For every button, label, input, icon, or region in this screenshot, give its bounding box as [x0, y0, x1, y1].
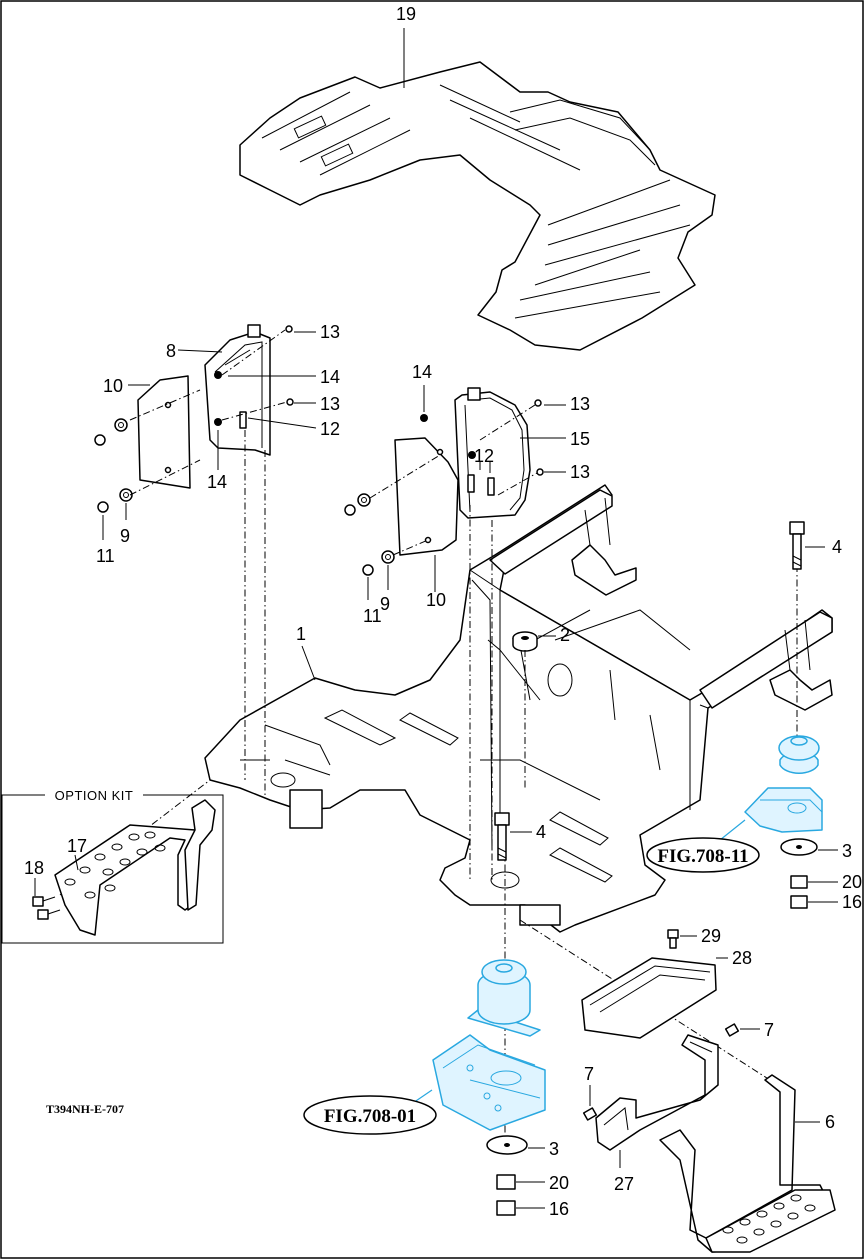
rubber-mount-right [778, 735, 820, 775]
step-bracket-27 [595, 1034, 719, 1168]
callout-9-a: 9 [120, 526, 130, 546]
callout-1: 1 [296, 624, 306, 644]
callout-13-c: 13 [570, 394, 590, 414]
tool-box-28 [581, 957, 728, 1039]
washer-3-bottom [486, 1135, 545, 1155]
callout-20-b: 20 [549, 1173, 569, 1193]
bolt-7-lower [582, 1085, 598, 1121]
nut-20-bottom [496, 1174, 545, 1190]
callout-27: 27 [614, 1174, 634, 1194]
callout-7-b: 7 [584, 1064, 594, 1084]
callout-4-a: 4 [832, 537, 842, 557]
fig-ref-708-11: FIG.708-11 [646, 837, 760, 873]
callout-10-left: 10 [103, 376, 123, 396]
option-kit-label: OPTION KIT [55, 788, 134, 803]
callout-19: 19 [396, 4, 416, 24]
fig-ref-label-bottom: FIG.708-01 [324, 1106, 416, 1127]
washer-3-right [780, 838, 838, 856]
callout-3-a: 3 [842, 841, 852, 861]
callout-9-b: 9 [380, 594, 390, 614]
drawing-code: T394NH-E-707 [46, 1102, 124, 1116]
callout-17: 17 [67, 836, 87, 856]
right-fender-hardware [344, 385, 566, 600]
callout-2: 2 [560, 625, 570, 645]
callout-11-a: 11 [96, 546, 115, 566]
callout-29: 29 [701, 926, 721, 946]
callout-7-a: 7 [764, 1020, 774, 1040]
callout-3-b: 3 [549, 1139, 559, 1159]
assembly-lines [244, 430, 798, 1150]
mount-bracket-right [719, 787, 823, 841]
callout-15: 15 [570, 429, 590, 449]
nut-20-right [790, 875, 838, 889]
callout-16-a: 16 [842, 892, 862, 912]
main-frame-1 [204, 484, 833, 933]
callout-14-c: 14 [412, 362, 432, 382]
callout-12-a: 12 [320, 419, 340, 439]
option-kit-box: OPTION KIT [1, 788, 224, 944]
fig-ref-708-01: FIG.708-01 [303, 1095, 437, 1135]
bolt-4-lower [494, 812, 532, 861]
bolt-29 [667, 929, 697, 949]
callout-4-b: 4 [536, 822, 546, 842]
callout-14-a: 14 [320, 367, 340, 387]
fig-ref-label-right: FIG.708-11 [657, 846, 748, 867]
assembly-lines-2 [59, 779, 771, 1081]
callout-10-right: 10 [426, 590, 446, 610]
step-17 [54, 799, 216, 936]
callout-13-a: 13 [320, 322, 340, 342]
bushing-2 [512, 631, 556, 652]
callout-8: 8 [166, 341, 176, 361]
bolt-18 [32, 878, 61, 920]
callout-18: 18 [24, 858, 44, 878]
callout-6: 6 [825, 1112, 835, 1132]
left-fender-bracket-8 [177, 324, 271, 456]
mount-bracket-bottom [409, 1034, 546, 1131]
callout-13-b: 13 [320, 394, 340, 414]
callout-13-d: 13 [570, 462, 590, 482]
callout-12-b: 12 [474, 446, 494, 466]
bolt-4-upper [789, 521, 825, 570]
callout-14-b: 14 [207, 472, 227, 492]
step-6 [659, 1074, 836, 1253]
left-fender-hardware [94, 325, 317, 540]
left-fender-cover-10 [128, 375, 191, 489]
floor-mat-19 [239, 28, 716, 351]
callout-20-a: 20 [842, 872, 862, 892]
callout-28: 28 [732, 948, 752, 968]
nut-16-right [790, 895, 838, 909]
bolt-7-upper [724, 1023, 760, 1037]
rubber-mount-bottom [467, 959, 541, 1037]
callout-11-b: 11 [363, 606, 382, 626]
right-fender-cover-10 [394, 437, 459, 592]
callout-16-b: 16 [549, 1199, 569, 1219]
nut-16-bottom [496, 1200, 545, 1216]
